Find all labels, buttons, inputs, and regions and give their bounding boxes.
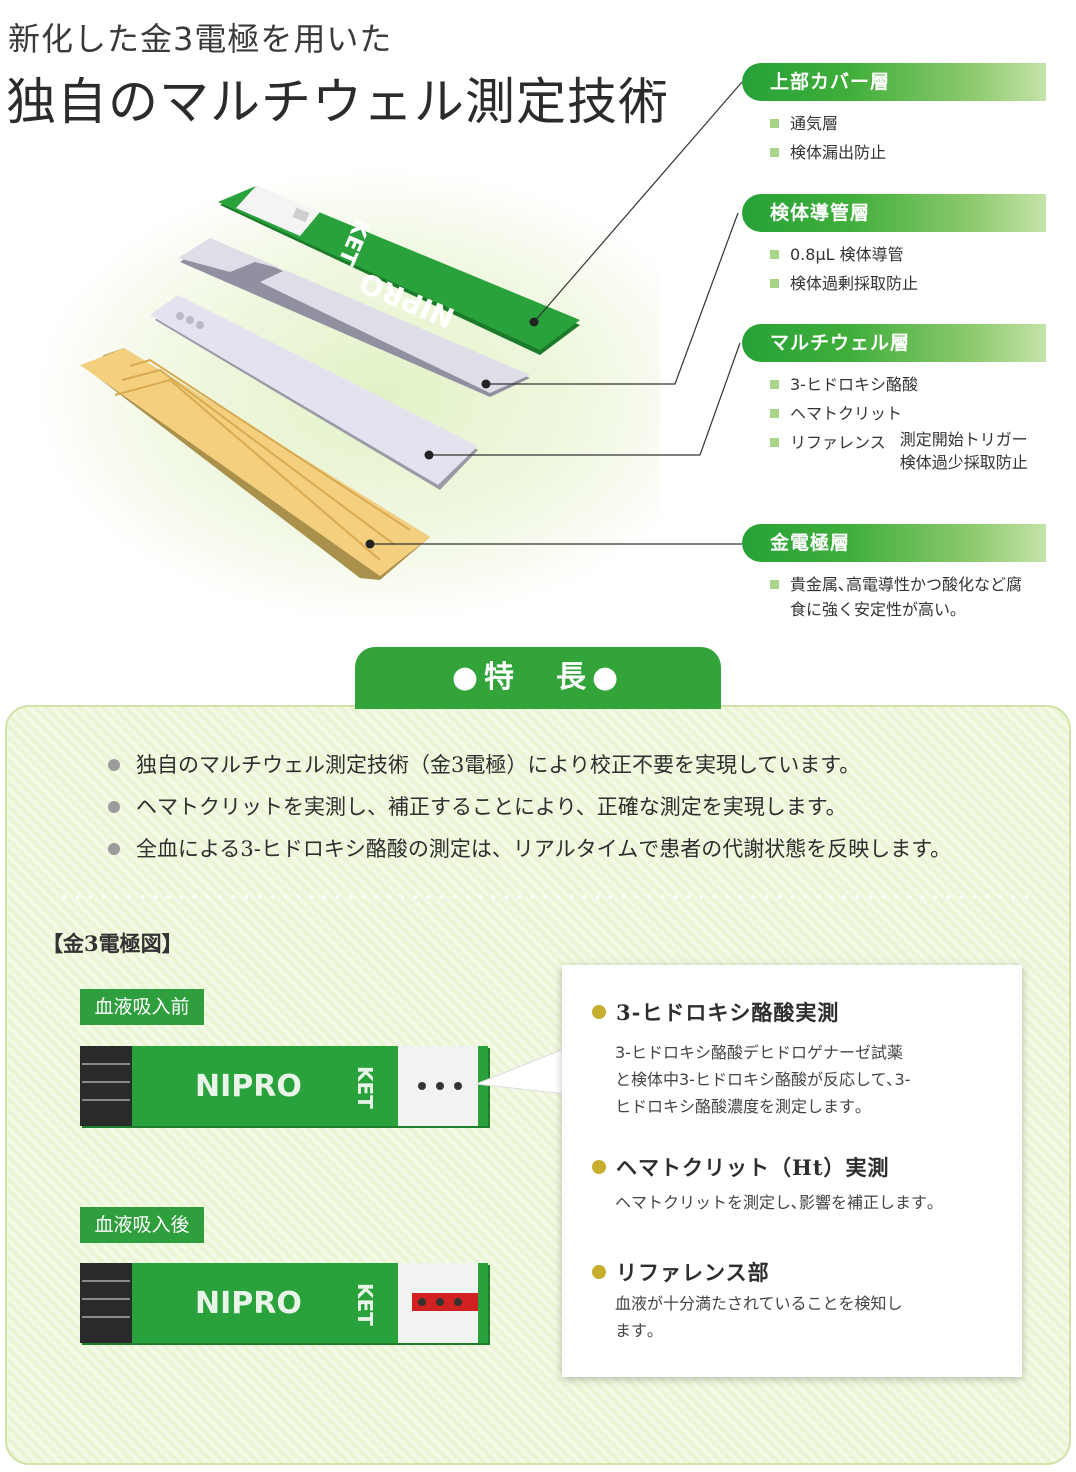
- strip-mark: KET: [353, 1283, 377, 1326]
- layer-title-top-cover: 上部カバー層: [742, 63, 1046, 101]
- list-item: 貴金属､高電導性かつ酸化など腐: [770, 570, 1022, 599]
- strip-before-image: NIPRO KET: [80, 1046, 490, 1128]
- list-item: 3-ヒドロキシ酪酸: [770, 370, 1028, 399]
- gold-electrode-layer: [80, 348, 430, 580]
- leader-lines: [370, 81, 743, 545]
- list-item: 0.8μL 検体導管: [770, 240, 918, 269]
- layer-title-sample-conduit: 検体導管層: [742, 194, 1046, 232]
- callout-pointer: [476, 1047, 567, 1095]
- after-blood-label: 血液吸入後: [80, 1207, 204, 1243]
- list-item-continuation: 食に強く安定性が高い｡: [790, 600, 959, 619]
- page-subtitle: 新化した金3電極を用いた: [8, 20, 393, 58]
- feature-item: 独自のマルチウェル測定技術（金3電極）により校正不要を実現しています。: [106, 744, 951, 786]
- sample-conduit-layer: [178, 238, 530, 397]
- info-text-reference: 血液が十分満たされていることを検知し ます｡: [615, 1290, 985, 1344]
- layer-list-top-cover: 通気層 検体漏出防止: [770, 109, 886, 167]
- info-heading-reference: リファレンス部: [592, 1257, 770, 1287]
- layer-title-multiwell: マルチウェル層: [742, 324, 1046, 362]
- strip-after-image: NIPRO KET: [80, 1263, 490, 1345]
- info-text-hydroxybutyrate: 3-ヒドロキシ酪酸デヒドロゲナーゼ試薬 と検体中3-ヒドロキシ酪酸が反応して､3…: [615, 1039, 985, 1120]
- layer-title-gold-electrode: 金電極層: [742, 524, 1046, 562]
- feature-item: 全血による3-ヒドロキシ酪酸の測定は、リアルタイムで患者の代謝状態を反映します。: [106, 828, 951, 870]
- info-heading-hematocrit: ヘマトクリット（Ht）実測: [592, 1152, 890, 1182]
- features-tab: ●特 長●: [355, 647, 721, 709]
- reference-note: 検体過少採取防止: [899, 453, 1028, 472]
- list-item: 通気層: [770, 109, 886, 138]
- top-cover-layer: NIPRO KET: [218, 186, 580, 355]
- strip-layers-illustration: NIPRO KET: [80, 81, 743, 580]
- multiwell-layer: [150, 295, 478, 490]
- strip-logo: NIPRO: [195, 1069, 302, 1104]
- list-item: 検体漏出防止: [770, 138, 886, 167]
- list-item: ヘマトクリット: [770, 399, 1028, 428]
- info-line: ます｡: [615, 1321, 656, 1340]
- page-title: 独自のマルチウェル測定技術: [6, 73, 669, 131]
- strip-logo: NIPRO: [195, 1286, 302, 1321]
- info-line: と検体中3-ヒドロキシ酪酸が反応して､3-: [615, 1070, 911, 1089]
- leader-dots: [365, 317, 539, 549]
- info-line: 3-ヒドロキシ酪酸デヒドロゲナーゼ試薬: [615, 1043, 903, 1062]
- info-heading-hydroxybutyrate: 3-ヒドロキシ酪酸実測: [591, 997, 839, 1027]
- strip-mark: KET: [353, 1066, 377, 1109]
- dotted-divider: [58, 895, 1028, 899]
- layer-list-multiwell: 3-ヒドロキシ酪酸 ヘマトクリット リファレンス測定開始トリガー検体過少採取防止: [770, 370, 1028, 474]
- diagram-title: 【金3電極図】: [42, 931, 183, 956]
- reference-notes: 測定開始トリガー検体過少採取防止: [900, 428, 1028, 474]
- info-line: ヒドロキシ酪酸濃度を測定します｡: [615, 1097, 864, 1116]
- reference-label: リファレンス: [790, 433, 886, 452]
- info-text-hematocrit: ヘマトクリットを測定し､影響を補正します｡: [615, 1189, 985, 1216]
- feature-item: ヘマトクリットを実測し、補正することにより、正確な測定を実現します。: [106, 786, 951, 828]
- layer-list-sample-conduit: 0.8μL 検体導管 検体過剰採取防止: [770, 240, 918, 298]
- info-line: ヘマトクリットを測定し､影響を補正します｡: [615, 1193, 936, 1212]
- electrode-info-box: 3-ヒドロキシ酪酸実測 3-ヒドロキシ酪酸デヒドロゲナーゼ試薬 と検体中3-ヒド…: [562, 965, 1022, 1377]
- layer-list-gold-electrode: 貴金属､高電導性かつ酸化など腐 食に強く安定性が高い｡: [770, 570, 1022, 621]
- features-list: 独自のマルチウェル測定技術（金3電極）により校正不要を実現しています。 ヘマトク…: [106, 744, 951, 870]
- reference-note: 測定開始トリガー: [899, 430, 1028, 449]
- list-item: 検体過剰採取防止: [770, 269, 918, 298]
- before-blood-label: 血液吸入前: [80, 989, 204, 1025]
- info-line: 血液が十分満たされていることを検知し: [615, 1294, 903, 1313]
- list-item-reference: リファレンス測定開始トリガー検体過少採取防止: [770, 428, 1028, 474]
